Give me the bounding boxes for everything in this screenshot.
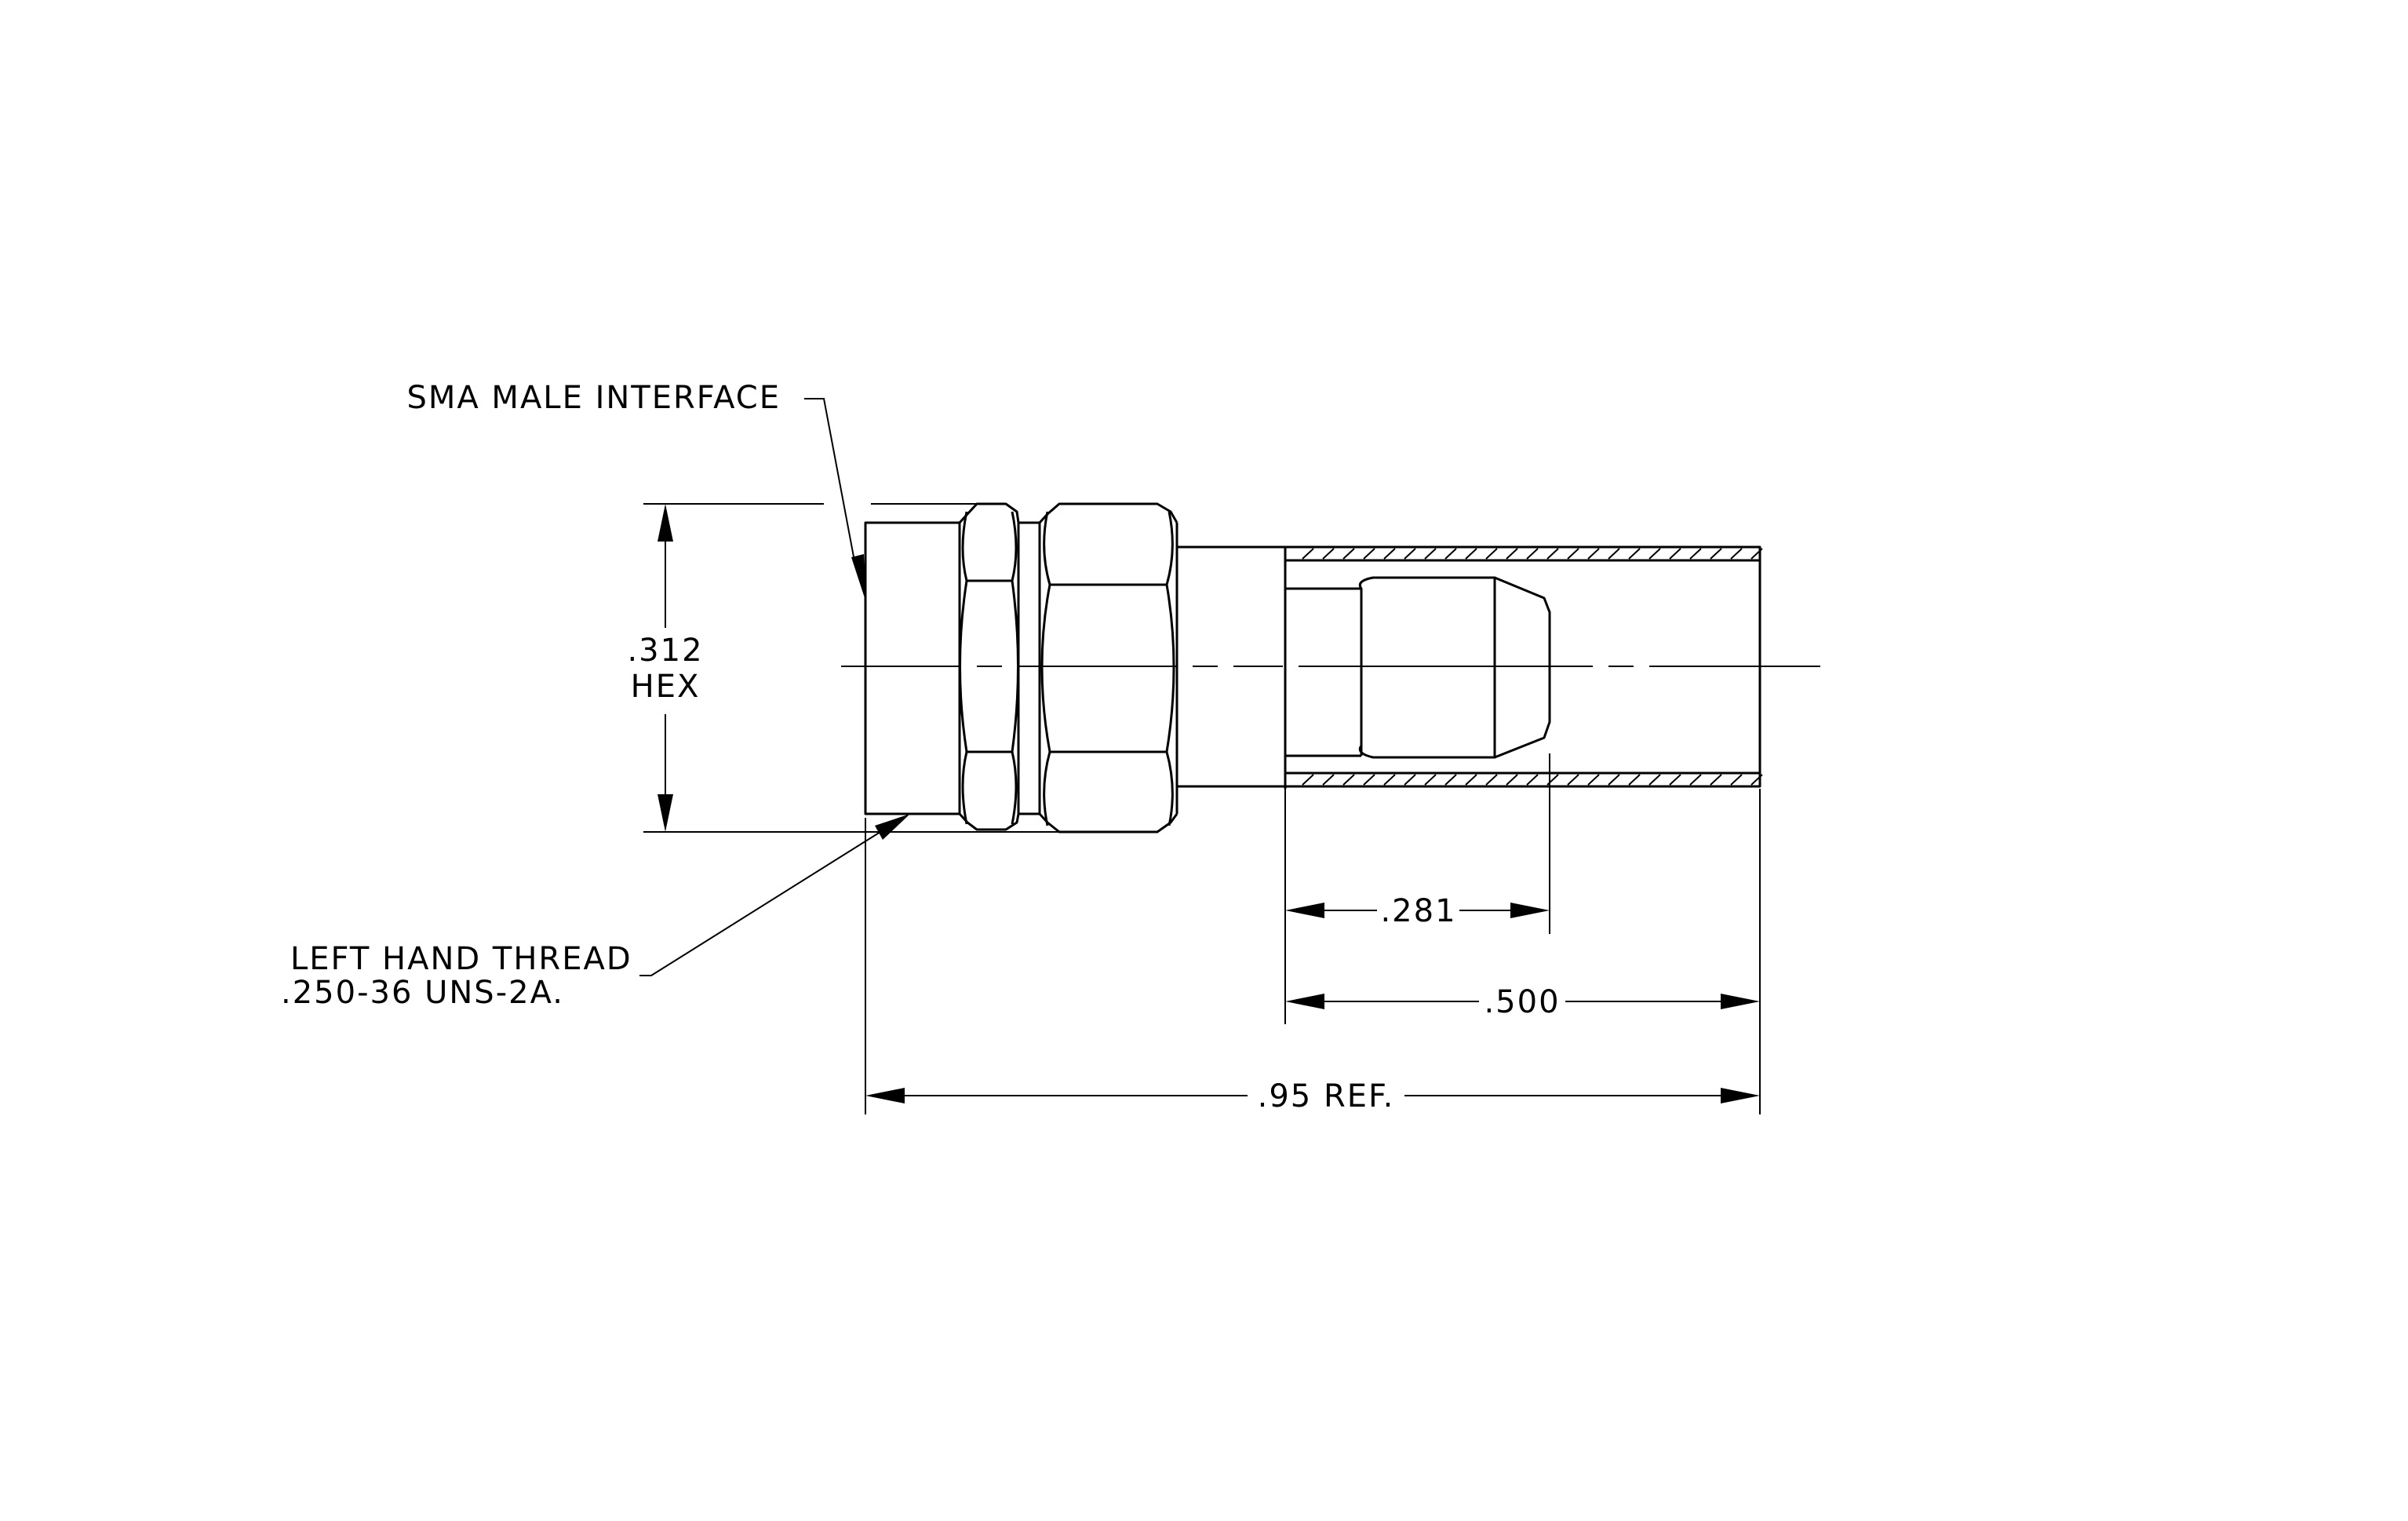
dim-281: .281 (1284, 753, 1550, 1024)
coupling-nut (864, 521, 961, 815)
hatch-line (1648, 774, 1661, 786)
hatch-line (1567, 774, 1579, 786)
hatch-line (1383, 774, 1396, 786)
hatch-line (1628, 774, 1641, 786)
hatch-line (1710, 548, 1722, 560)
thread-callout: LEFT HAND THREAD .250-36 UNS-2A. (281, 814, 910, 1011)
thread-line1-label: LEFT HAND THREAD (290, 941, 632, 977)
hatch-line (1424, 774, 1437, 786)
thread-line2-label: .250-36 UNS-2A. (281, 975, 564, 1011)
hatch-line (1730, 548, 1743, 560)
dim-ref-label: .95 REF. (1258, 1078, 1395, 1114)
hatch-line (1669, 548, 1681, 560)
hatch-line (1608, 774, 1620, 786)
collar (1017, 521, 1041, 815)
hatch-line (1485, 548, 1498, 560)
hatch-line (1363, 548, 1375, 560)
hatch-line (1689, 774, 1702, 786)
hatch-line (1567, 548, 1579, 560)
hex-dimension: .312 HEX (627, 503, 1059, 833)
hatch-line (1322, 548, 1335, 560)
hatch-line (1444, 548, 1457, 560)
dim-500: .500 (1285, 789, 1761, 1114)
hatch-line (1444, 774, 1457, 786)
hatch-line (1506, 548, 1518, 560)
hatch-line (1526, 548, 1539, 560)
hex-nut-rear (1038, 502, 1178, 833)
hatch-line (1648, 548, 1661, 560)
dim-281-label: .281 (1380, 893, 1456, 929)
hatch-line (1404, 548, 1416, 560)
dim-overall: .95 REF. (865, 818, 1760, 1114)
hatch-line (1404, 774, 1416, 786)
hex-word-label: HEX (631, 669, 701, 705)
hatch-line (1424, 548, 1437, 560)
knurl (1358, 576, 1496, 759)
hatch-line (1587, 548, 1600, 560)
dim-500-label: .500 (1484, 984, 1560, 1020)
hatch-line (1485, 774, 1498, 786)
hatch-line (1302, 774, 1314, 786)
hex-value-label: .312 (627, 633, 703, 669)
hatch-line (1628, 548, 1641, 560)
interface-callout: SMA MALE INTERFACE (406, 380, 865, 600)
hatch-line (1383, 548, 1396, 560)
hatch-line (1342, 774, 1355, 786)
hatch-line (1506, 774, 1518, 786)
hatch-line (1730, 774, 1743, 786)
ferrule (1284, 547, 1363, 789)
hatch-line (1465, 548, 1477, 560)
hatch-line (1465, 774, 1477, 786)
hatch-line (1608, 548, 1620, 560)
hatch-line (1363, 774, 1375, 786)
hatch-line (1546, 548, 1559, 560)
hatch-line (1689, 548, 1702, 560)
hatch-line (1342, 548, 1355, 560)
hatch-line (1302, 548, 1314, 560)
hatch-line (1669, 774, 1681, 786)
tapered-tip (1494, 576, 1551, 759)
hatch-line (1710, 774, 1722, 786)
crimp-sleeve (1284, 545, 1763, 788)
hatch-line (1526, 774, 1539, 786)
hatch-line (1322, 774, 1335, 786)
hatch-line (1587, 774, 1600, 786)
interface-label: SMA MALE INTERFACE (406, 380, 781, 416)
